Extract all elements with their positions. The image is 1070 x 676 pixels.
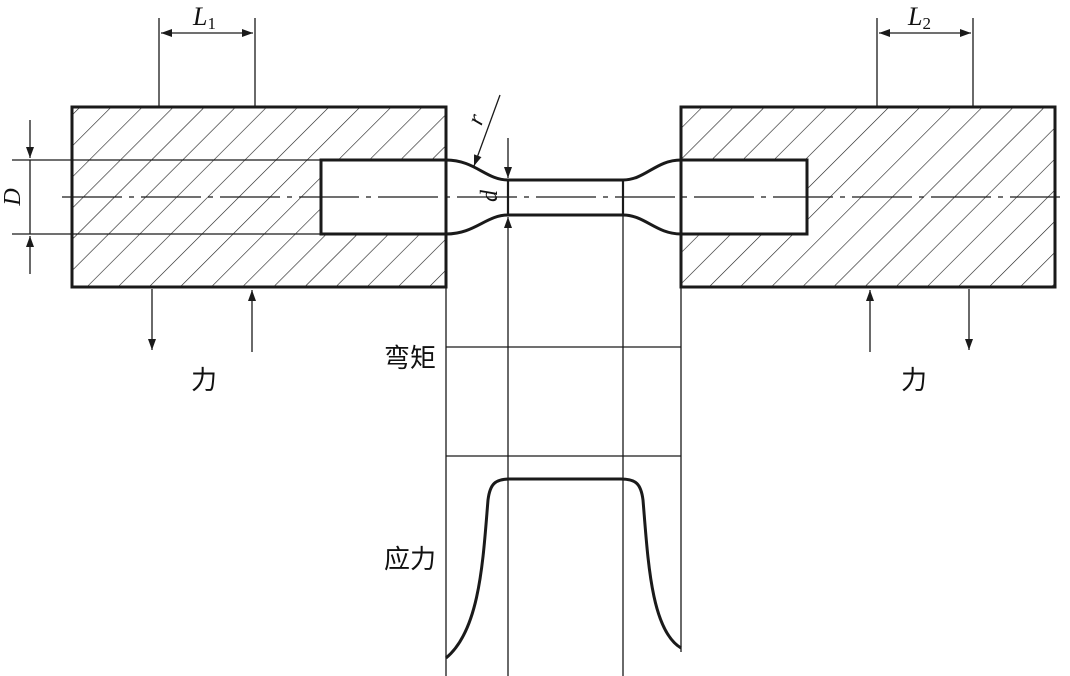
label-D: D bbox=[0, 188, 26, 206]
label-r: r bbox=[463, 110, 491, 128]
force-arrows-left: 力 bbox=[148, 289, 256, 396]
label-L2-sub: 2 bbox=[922, 14, 931, 33]
neck-top-profile bbox=[445, 158, 682, 182]
dimension-L1: L1 bbox=[158, 2, 256, 107]
radius-r: r bbox=[463, 94, 501, 167]
label-L2: L2 bbox=[907, 2, 931, 33]
label-L1-letter: L bbox=[192, 2, 207, 31]
label-L1-sub: 1 bbox=[207, 14, 216, 33]
neck-bottom-profile bbox=[445, 213, 682, 236]
dimension-d: d bbox=[477, 138, 512, 250]
label-stress: 应力 bbox=[384, 545, 436, 575]
label-force-left: 力 bbox=[191, 366, 217, 396]
label-L2-letter: L bbox=[907, 2, 922, 31]
moment-stress-chart: 弯矩 应力 bbox=[384, 215, 682, 676]
label-L1: L1 bbox=[192, 2, 216, 33]
label-moment: 弯矩 bbox=[384, 344, 436, 374]
label-force-right: 力 bbox=[901, 366, 927, 396]
stress-curve bbox=[445, 477, 682, 660]
label-d: d bbox=[477, 189, 503, 202]
force-arrows-right: 力 bbox=[866, 289, 973, 396]
dimension-L2: L2 bbox=[876, 2, 974, 107]
dimension-D: D bbox=[0, 120, 321, 274]
